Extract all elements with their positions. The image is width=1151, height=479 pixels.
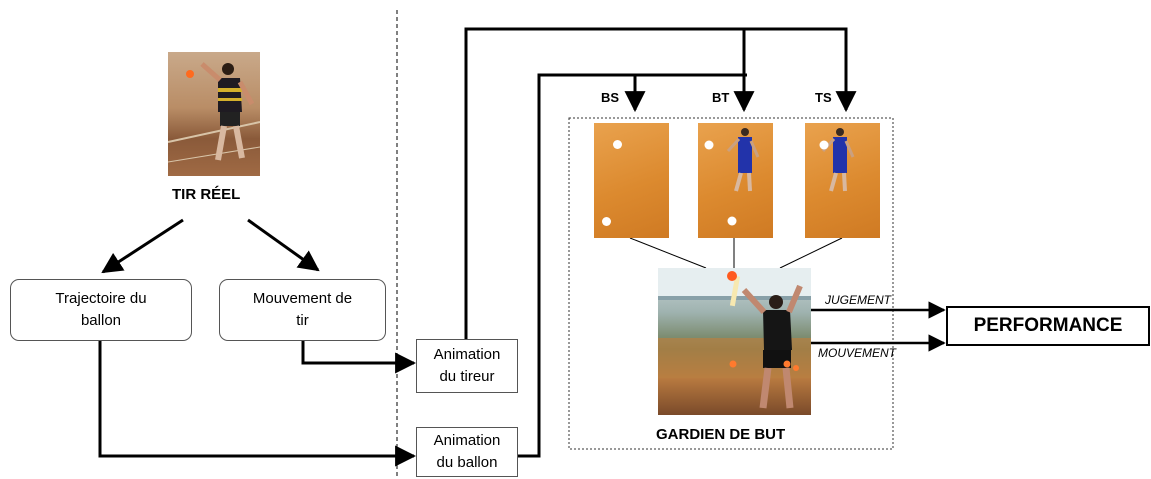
animation-shooter-box: Animation du tireur	[416, 339, 518, 393]
performance-box: PERFORMANCE	[946, 306, 1150, 346]
arrow-trajectory-to-ball	[100, 341, 414, 456]
arrow-movement-to-shooter	[303, 341, 414, 363]
performance-label: PERFORMANCE	[974, 315, 1123, 337]
goalkeeper-label: GARDIEN DE BUT	[656, 426, 785, 443]
goalkeeper-photo	[658, 268, 811, 415]
stimulus-bt-image	[698, 123, 773, 238]
arrow-to-movement	[248, 220, 318, 270]
animation-ball-box: Animation du ballon	[416, 427, 518, 477]
movement-box: Mouvement de tir	[219, 279, 386, 341]
stimulus-bs-image	[594, 123, 669, 238]
condition-label-bt: BT	[712, 90, 729, 105]
trajectory-box: Trajectoire du ballon	[10, 279, 192, 341]
arrow-to-trajectory	[103, 220, 183, 272]
condition-label-ts: TS	[815, 90, 832, 105]
stimulus-ts-image	[805, 123, 880, 238]
real-shot-label: TIR RÉEL	[172, 186, 240, 203]
movement-line-2: tir	[296, 312, 309, 329]
condition-label-bs: BS	[601, 90, 619, 105]
animation-ball-line-2: du ballon	[437, 454, 498, 471]
animation-ball-line-1: Animation	[434, 432, 501, 449]
movement-output-label: MOUVEMENT	[818, 346, 896, 360]
trajectory-line-2: ballon	[81, 312, 121, 329]
animation-shooter-line-2: du tireur	[439, 368, 494, 385]
trajectory-line-1: Trajectoire du	[55, 290, 146, 307]
real-shot-photo	[168, 52, 260, 176]
movement-line-1: Mouvement de	[253, 290, 352, 307]
animation-shooter-line-1: Animation	[434, 346, 501, 363]
judgement-label: JUGEMENT	[825, 293, 891, 307]
